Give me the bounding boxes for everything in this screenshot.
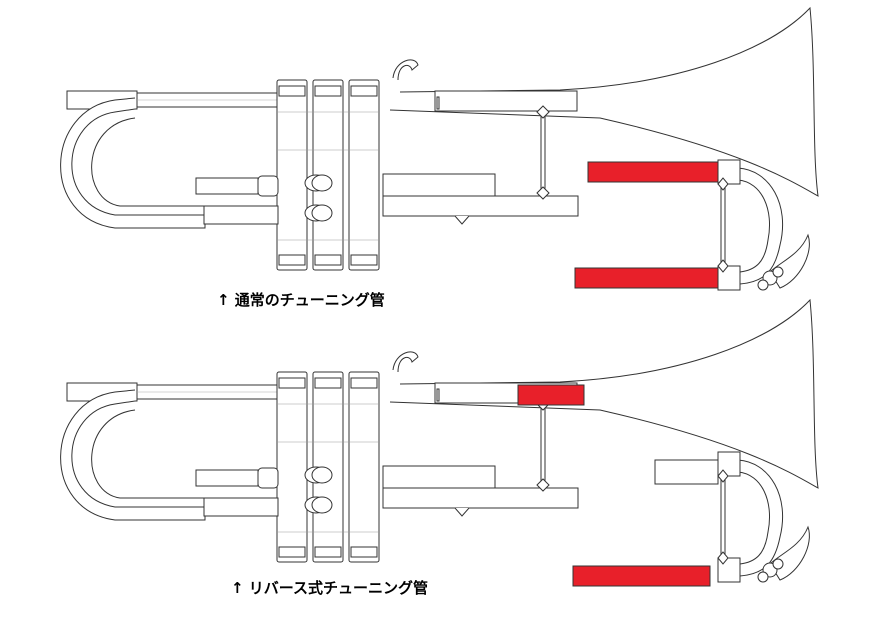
reverse-leadpipe-highlight — [517, 384, 585, 406]
reverse-tuning-slide-upper — [654, 459, 719, 485]
normal-tuning-caption: ↑ 通常のチューニング管 — [217, 291, 385, 309]
normal-trumpet — [60, 7, 819, 291]
normal-tuning-slide-lower — [574, 267, 719, 289]
reverse-tuning-slide-lower — [572, 565, 711, 587]
reverse-tuning-caption: ↑ リバース式チューニング管 — [231, 579, 429, 597]
reverse-trumpet — [60, 299, 819, 587]
normal-tuning-slide-upper — [587, 161, 719, 183]
